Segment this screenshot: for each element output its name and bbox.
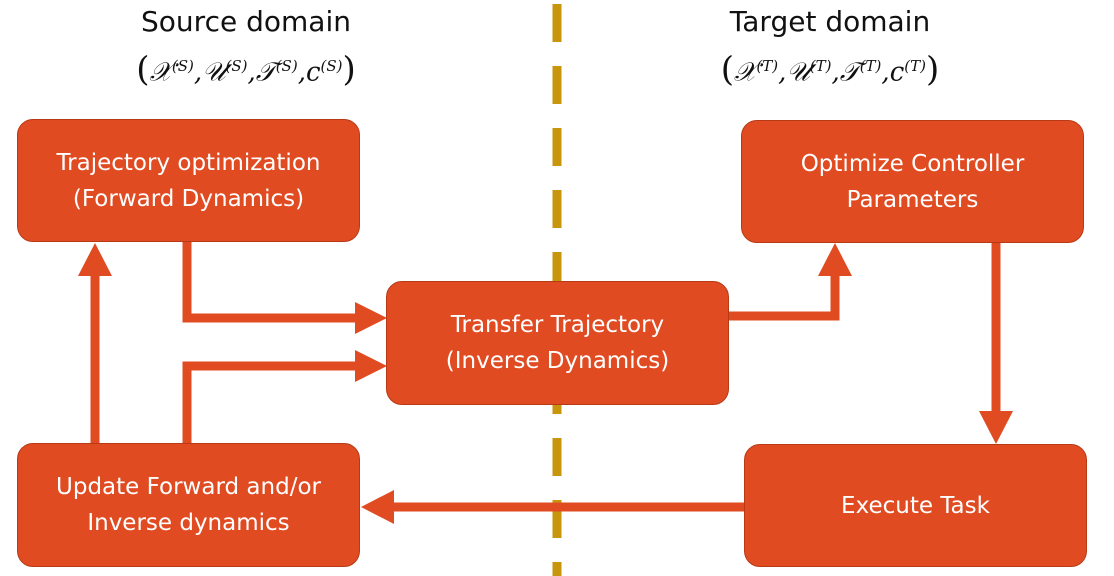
trajectory-optimization-box: Trajectory optimization (Forward Dynamic… xyxy=(17,119,360,242)
execute-task-box: Execute Task xyxy=(744,444,1087,567)
arrowhead-trajopt-to-transfer xyxy=(355,302,387,334)
box-label-line: Execute Task xyxy=(841,492,990,519)
arrowhead-execute-to-update xyxy=(361,490,394,524)
box-label-line: Trajectory optimization xyxy=(56,149,321,176)
box-label-line: (Inverse Dynamics) xyxy=(445,348,670,374)
arrow-transfer-to-optimize xyxy=(729,272,840,321)
arrow-trajopt-to-transfer xyxy=(182,242,355,323)
box-label-line: Update Forward and/or xyxy=(56,474,321,500)
arrowhead-update-to-transfer xyxy=(355,350,387,382)
box-label-line: Parameters xyxy=(846,186,979,213)
arrowhead-transfer-to-optimize xyxy=(818,243,852,276)
arrow-update-to-transfer xyxy=(182,361,355,443)
target-domain-title: Target domain xyxy=(729,5,931,38)
arrowhead-optimize-to-execute xyxy=(979,411,1013,444)
source-domain-tuple: (𝒳(S),𝒰(S),𝒯(S),c(S)) xyxy=(136,49,356,90)
update-dynamics-box: Update Forward and/or Inverse dynamics xyxy=(17,443,360,567)
transfer-trajectory-box: Transfer Trajectory (Inverse Dynamics) xyxy=(386,281,729,405)
target-domain-tuple: (𝒳(T),𝒰(T),𝒯(T),c(T)) xyxy=(720,49,940,90)
box-label-line: Inverse dynamics xyxy=(87,510,290,536)
box-label-line: (Forward Dynamics) xyxy=(72,185,305,212)
arrowhead-update-to-trajopt xyxy=(78,243,112,276)
source-domain-title: Source domain xyxy=(141,5,351,38)
box-label-line: Optimize Controller xyxy=(800,150,1025,177)
optimize-controller-box: Optimize Controller Parameters xyxy=(741,120,1084,243)
box-label-line: Transfer Trajectory xyxy=(450,312,665,338)
